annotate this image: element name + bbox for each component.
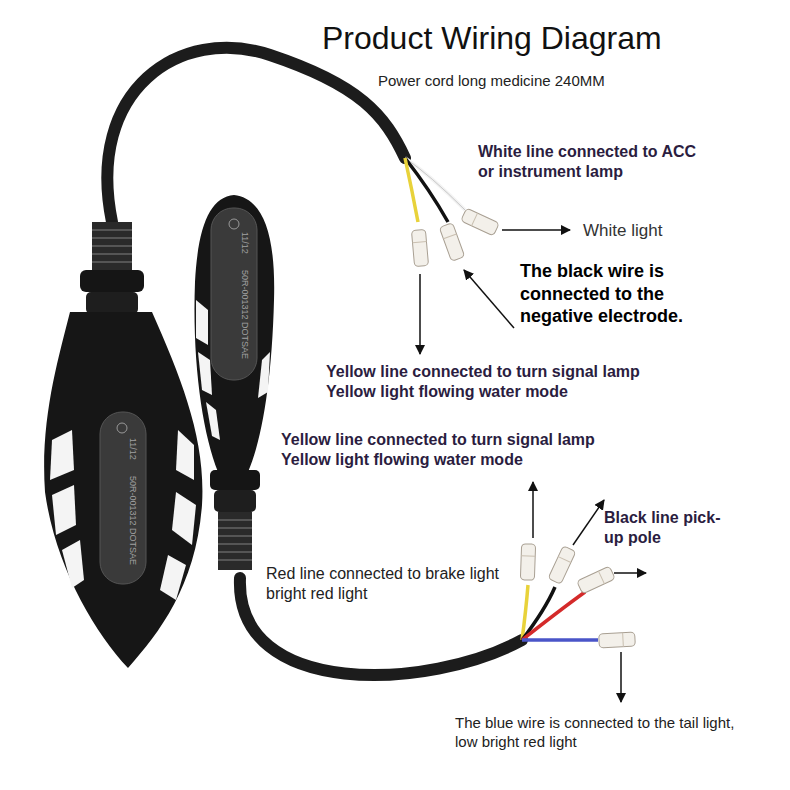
connector	[439, 223, 464, 262]
wire-callout: Yellow line connected to turn signal lam…	[326, 362, 678, 402]
wire-callout: White line connected to ACC or instrumen…	[478, 142, 708, 182]
wire-callout: Red line connected to brake light bright…	[266, 564, 516, 604]
turn-signal-lamp	[194, 195, 274, 570]
leader-arrow	[419, 274, 421, 354]
leader-arrow	[464, 270, 514, 328]
power-cord	[107, 48, 405, 222]
connector	[411, 229, 428, 266]
red-wire	[522, 592, 585, 640]
blue-wire	[522, 638, 598, 642]
lamp-marking: 11/12	[239, 232, 250, 254]
connector	[461, 208, 500, 236]
leader-arrow	[620, 652, 622, 702]
leader-arrow	[614, 572, 646, 574]
connector	[548, 546, 576, 585]
yellow-wire	[405, 158, 418, 222]
leader-arrow	[532, 482, 534, 538]
lamp-marking: 11/12	[127, 438, 138, 460]
cord-length-note: Power cord long medicine 240MM	[378, 72, 678, 91]
connector	[599, 632, 636, 648]
lamp-marking: 50R-001312 DOTSAE	[127, 476, 138, 565]
diagram-title: Product Wiring Diagram	[322, 18, 662, 58]
connector	[520, 544, 535, 580]
connector	[577, 566, 616, 594]
wire-callout: Yellow line connected to turn signal lam…	[281, 430, 633, 470]
black-wire	[522, 587, 555, 640]
wire-callout: The black wire is connected to the negat…	[520, 260, 730, 328]
wire-callout: White light	[583, 220, 743, 241]
black-wire	[405, 158, 448, 222]
lamp-marking: 50R-001312 DOTSAE	[239, 270, 250, 359]
leader-arrow	[573, 500, 604, 545]
wire-callout: Black line pick-up pole	[604, 508, 734, 548]
wire-callout: The blue wire is connected to the tail l…	[455, 714, 755, 752]
turn-signal-lamp	[44, 222, 202, 668]
leader-arrow	[502, 229, 570, 231]
